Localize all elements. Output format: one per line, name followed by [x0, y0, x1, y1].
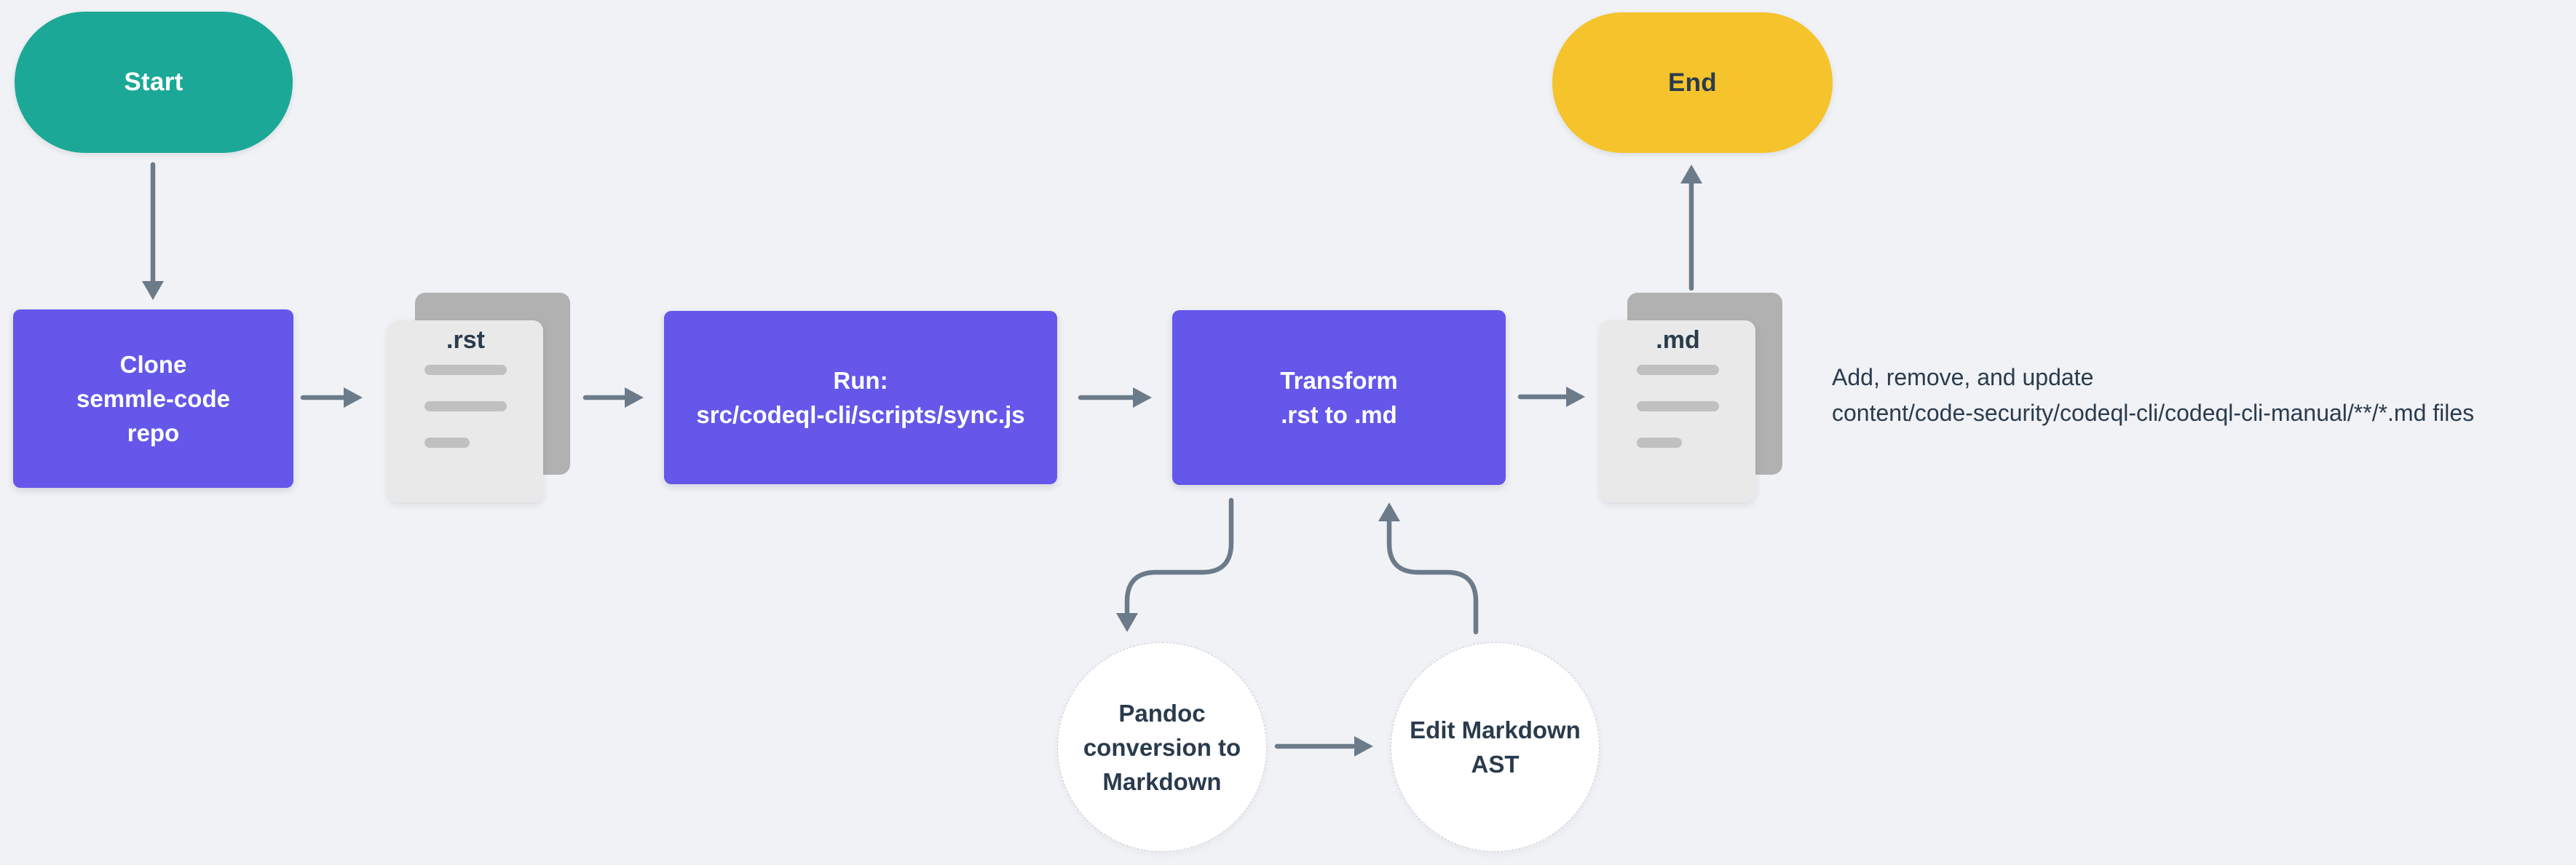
- arrow-pandoc-to-editast: [1274, 736, 1373, 757]
- md-doc-textline: [1637, 438, 1682, 448]
- md-doc-textline: [1637, 365, 1719, 375]
- transform-node: Transform .rst to .md: [1172, 310, 1506, 485]
- arrow-clone-to-rst: [300, 387, 363, 408]
- start-label: Start: [124, 68, 183, 96]
- arrow-editast-to-transform: [1378, 502, 1479, 635]
- run-sync-script-node: Run: src/codeql-cli/scripts/sync.js: [664, 311, 1057, 484]
- arrow-rst-to-run: [582, 387, 644, 408]
- rst-doc-textline: [424, 401, 507, 411]
- output-annotation: Add, remove, and update content/code-sec…: [1832, 364, 2475, 426]
- rst-doc-textline: [424, 365, 507, 375]
- end-label: End: [1667, 68, 1717, 97]
- md-doc-label: .md: [1656, 326, 1700, 354]
- rst-files-icon: .rst: [388, 293, 570, 502]
- arrow-start-to-clone: [142, 162, 164, 300]
- edit-markdown-ast-node: Edit Markdown AST: [1391, 642, 1600, 852]
- end-node: End: [1552, 12, 1833, 153]
- clone-repo-label: Clone semmle-code repo: [76, 351, 230, 446]
- arrow-transform-to-pandoc: [1116, 497, 1234, 632]
- arrow-md-to-end: [1680, 165, 1702, 291]
- transform-label: Transform .rst to .md: [1280, 367, 1398, 428]
- clone-repo-node: Clone semmle-code repo: [13, 309, 293, 488]
- edit-markdown-ast-label: Edit Markdown AST: [1410, 716, 1581, 778]
- md-doc-front-page: .md: [1600, 320, 1755, 502]
- start-node: Start: [15, 12, 293, 153]
- rst-doc-front-page: .rst: [388, 320, 543, 502]
- rst-doc-label: .rst: [446, 326, 485, 354]
- rst-doc-textline: [424, 438, 470, 448]
- run-sync-script-label: Run: src/codeql-cli/scripts/sync.js: [696, 367, 1025, 428]
- arrow-run-to-transform: [1078, 387, 1152, 408]
- arrow-transform-to-md: [1517, 387, 1585, 407]
- md-files-icon: .md: [1600, 293, 1782, 502]
- md-doc-textline: [1637, 401, 1719, 411]
- pandoc-conversion-node: Pandoc conversion to Markdown: [1057, 642, 1267, 852]
- pandoc-conversion-label: Pandoc conversion to Markdown: [1083, 699, 1241, 795]
